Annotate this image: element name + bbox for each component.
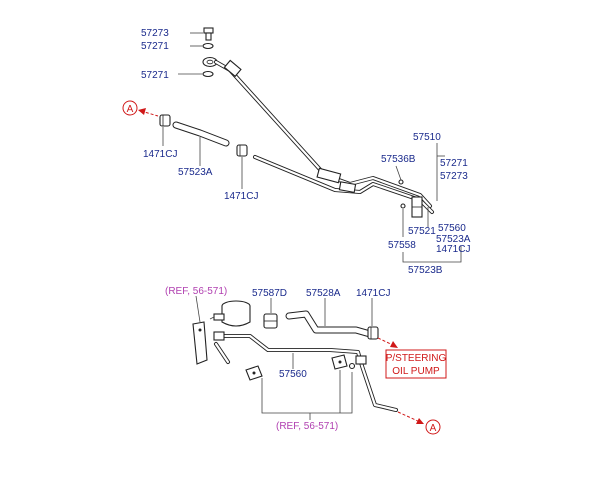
pipe-clamp-left xyxy=(245,365,263,381)
clamp-1471cj-center xyxy=(236,144,248,157)
label-57271-right: 57271 xyxy=(440,158,468,169)
reservoir-tank xyxy=(213,300,251,327)
return-pipe-57560-lower xyxy=(213,331,398,412)
washer-57271-top xyxy=(202,42,214,50)
arrow-to-pump xyxy=(377,337,398,348)
suction-hose-57528a xyxy=(285,310,374,338)
label-57523b: 57523B xyxy=(408,265,443,276)
label-57510: 57510 xyxy=(413,132,441,143)
grommet-57587d xyxy=(263,313,278,329)
label-57536b: 57536B xyxy=(381,154,416,165)
label-57271-mid: 57271 xyxy=(141,70,169,81)
label-57521: 57521 xyxy=(408,226,436,237)
leader-reservoir-bolt xyxy=(209,316,215,320)
label-1471cj-right: 1471CJ xyxy=(436,244,470,255)
label-57528a: 57528A xyxy=(306,288,341,299)
label-57558: 57558 xyxy=(388,240,416,251)
label-57273-right: 57273 xyxy=(440,171,468,182)
label-57560-bottom: 57560 xyxy=(279,369,307,380)
return-pipe-upper xyxy=(253,155,434,214)
bolt-57273 xyxy=(203,27,214,41)
bracket-57523b xyxy=(402,246,462,263)
label-ref-bottom: (REF, 56-571) xyxy=(276,421,338,432)
pipe-clamp-bolt xyxy=(348,362,356,370)
label-57523a-right: 57523A xyxy=(436,234,471,245)
return-hose-57523a-upper xyxy=(172,121,230,147)
label-ref-top: (REF, 56-571) xyxy=(165,286,227,297)
clamp-bolt-57536b xyxy=(398,179,404,185)
label-57587d: 57587D xyxy=(252,288,287,299)
callout-a-bottom: A xyxy=(397,411,441,435)
reservoir-drop-pipe-inner xyxy=(214,342,230,364)
pump-callout-box: P/STEERING OIL PUMP xyxy=(385,349,447,379)
label-1471cj-center: 1471CJ xyxy=(224,191,258,202)
svg-text:A: A xyxy=(127,104,134,115)
washer-57271-mid xyxy=(202,70,214,78)
label-57271-top: 57271 xyxy=(141,41,169,52)
leader-ref-top xyxy=(195,295,201,323)
label-1471cj-bottom: 1471CJ xyxy=(356,288,390,299)
pipe-clamp-right xyxy=(331,354,348,370)
label-57273-top: 57273 xyxy=(141,28,169,39)
bracket-ref-bottom xyxy=(261,372,353,414)
label-1471cj-left: 1471CJ xyxy=(143,149,177,160)
leader-57536b xyxy=(395,165,402,181)
clamp-1471cj-left xyxy=(159,114,171,127)
pump-label-line1: P/STEERING xyxy=(386,353,447,364)
callout-a-top: A xyxy=(122,100,159,117)
pump-label-line2: OIL PUMP xyxy=(392,366,440,377)
mount-bracket xyxy=(192,321,208,365)
clamp-bolt-57558 xyxy=(400,203,406,209)
clamp-1471cj-bottom xyxy=(367,326,379,340)
label-57523a-left: 57523A xyxy=(178,167,213,178)
svg-text:A: A xyxy=(430,423,437,434)
label-57560-right: 57560 xyxy=(438,223,466,234)
clip-57521 xyxy=(411,196,423,218)
